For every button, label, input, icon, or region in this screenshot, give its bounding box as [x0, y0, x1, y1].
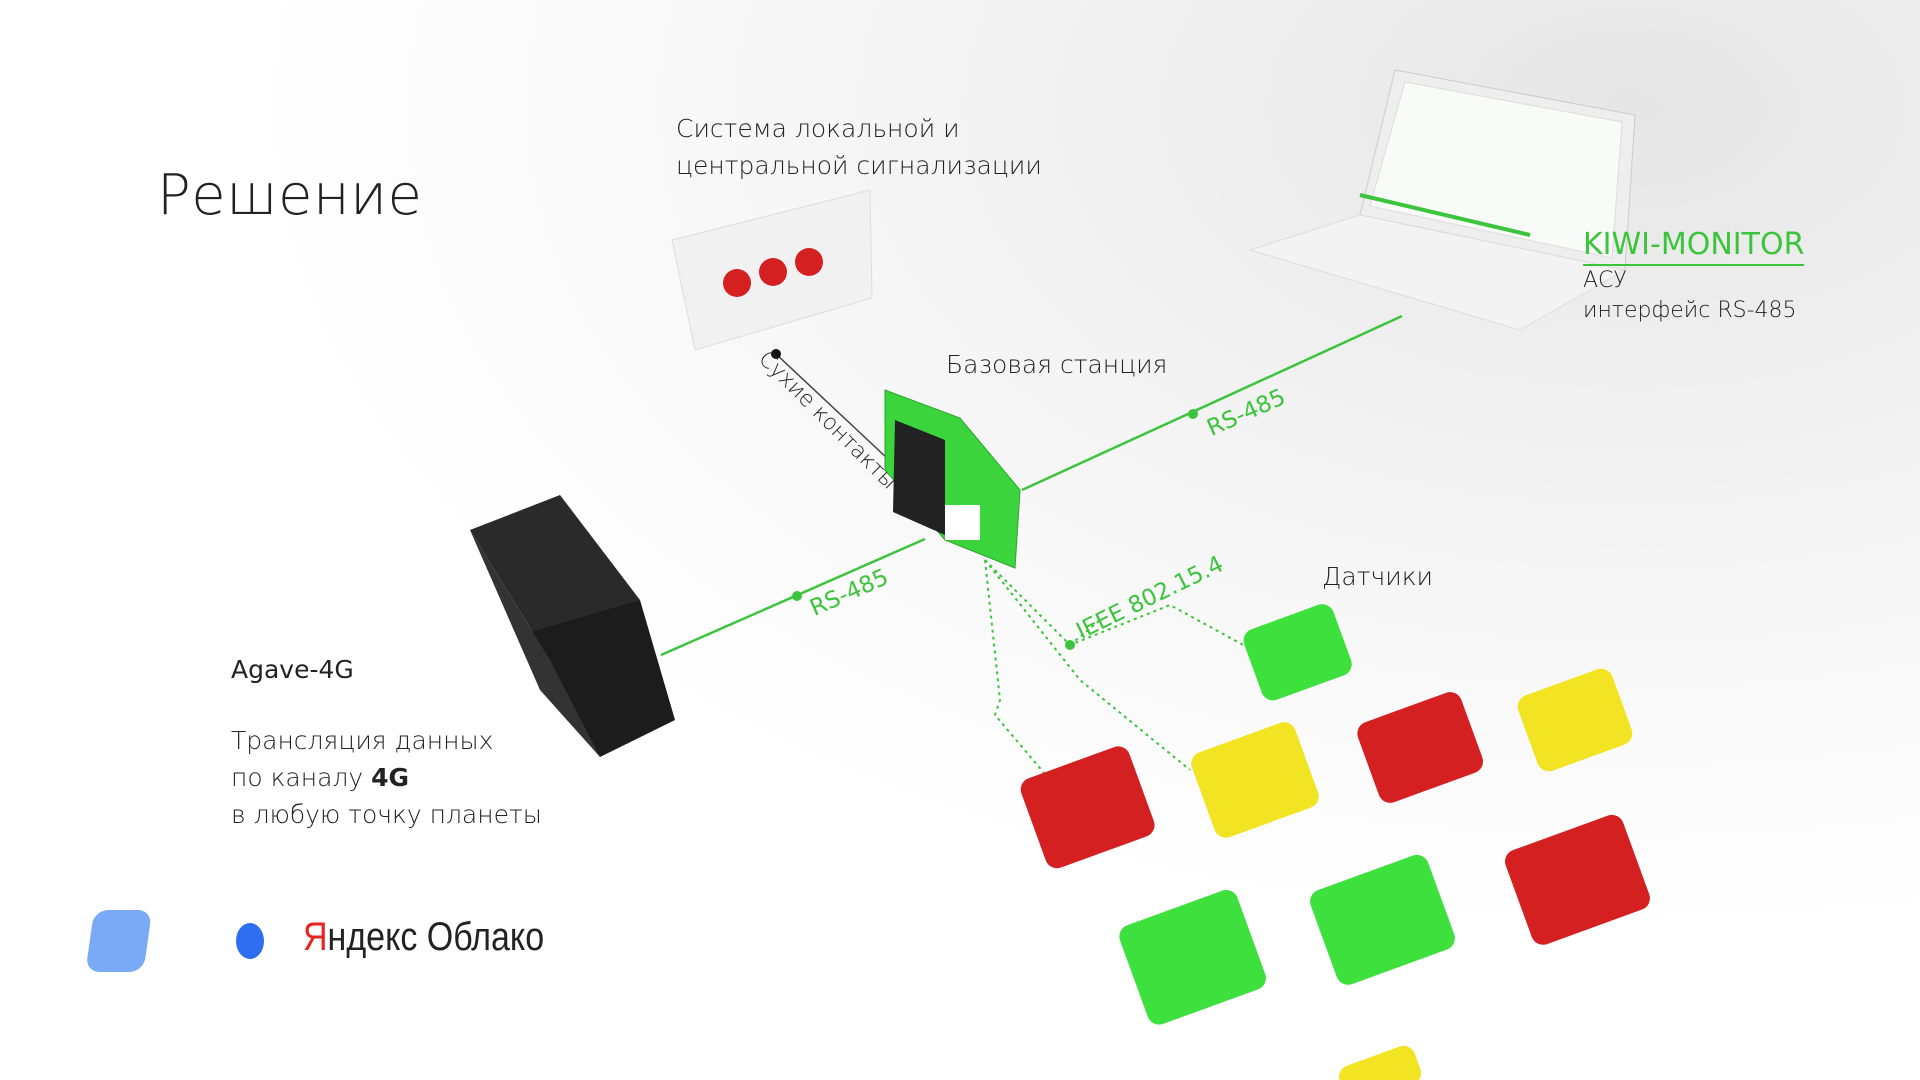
agave-desc-line2: по каналу 4G: [231, 759, 542, 796]
rs485-right-dot: [1188, 409, 1198, 419]
kiwi-interface-label: интерфейс RS-485: [1583, 298, 1797, 323]
kiwi-monitor-block: KIWI-MONITOR АСУ интерфейс RS-485: [1583, 227, 1805, 326]
yandex-letter: Я: [303, 915, 328, 959]
agave-4g-device-icon: [470, 495, 675, 757]
alarm-label-line1: Система локальной и: [676, 114, 960, 143]
alarm-system-label: Система локальной и центральной сигнализ…: [676, 110, 1042, 184]
kiwi-asu-label: АСУ: [1583, 268, 1627, 293]
ieee-dot: [1065, 640, 1075, 650]
base-station-icon: [884, 389, 1021, 569]
agave-desc-line2-text: по каналу: [231, 763, 372, 792]
ieee-links: [984, 559, 1281, 781]
sensors-label: Датчики: [1322, 562, 1433, 591]
base-station-label: Базовая станция: [946, 350, 1168, 379]
sensor-icons: [1020, 604, 1650, 1080]
agave-desc-line3: в любую точку планеты: [231, 800, 542, 829]
agave-desc-line1: Трансляция данных: [231, 726, 494, 755]
yandex-cloud-logo-icon: [87, 910, 264, 972]
agave-description: Трансляция данных по каналу 4G в любую т…: [231, 722, 542, 833]
laptop-icon: [1248, 69, 1636, 331]
alarm-panel-icon: [671, 189, 873, 351]
rs485-right-line: [1021, 314, 1403, 492]
agave-title: Agave-4G: [231, 655, 354, 684]
alarm-label-line2: центральной сигнализации: [676, 151, 1042, 180]
agave-4g-bold: 4G: [371, 763, 410, 792]
dry-contacts-line: [775, 353, 889, 460]
yandex-word: ндекс: [327, 915, 418, 959]
page-title: Решение: [157, 163, 423, 228]
rs485-left-dot: [792, 591, 802, 601]
kiwi-monitor-title: KIWI-MONITOR: [1583, 227, 1805, 266]
cloud-word: Облако: [426, 915, 545, 959]
dry-contacts-dot: [771, 349, 781, 359]
yandex-cloud-wordmark: Яндекс Облако: [303, 915, 544, 960]
